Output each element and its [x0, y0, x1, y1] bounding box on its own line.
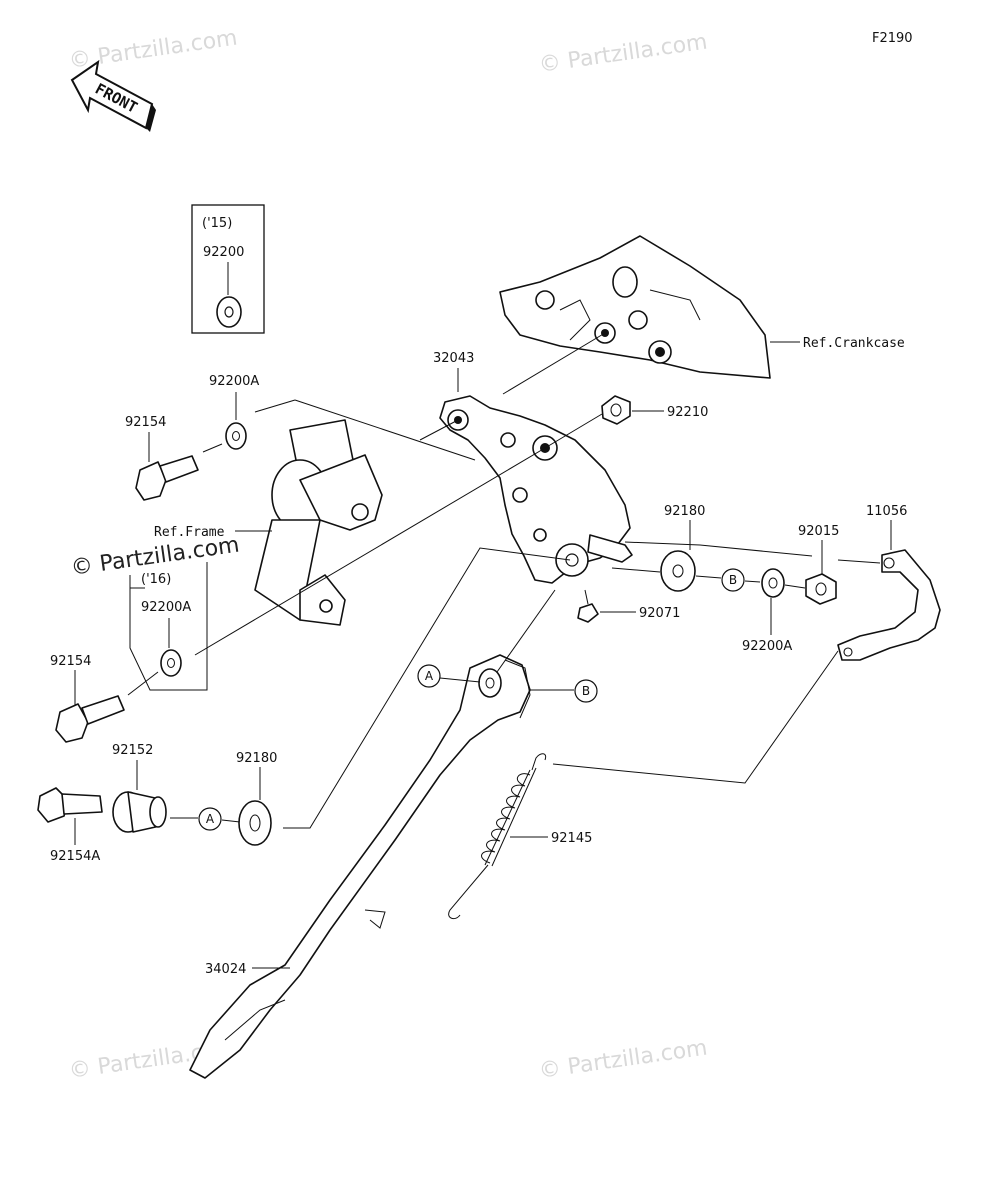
inset-box-15: ('15) 92200: [191, 204, 265, 334]
grommet-92071: [577, 603, 599, 623]
mark-a-right: [417, 664, 441, 688]
callout-32043: 32043: [433, 351, 474, 366]
bolt-92154a: [37, 787, 103, 823]
washer-92180-right: [660, 550, 696, 592]
callout-11056: 11056: [866, 504, 907, 519]
inset-year-label: ('15): [202, 216, 232, 231]
callout-92154-top: 92154: [125, 415, 166, 430]
side-stand-34024: [189, 654, 531, 1079]
year-16-label: ('16): [141, 572, 171, 587]
mark-b-right-label: B: [729, 573, 737, 587]
callout-92210: 92210: [667, 405, 708, 420]
callout-92071: 92071: [639, 606, 680, 621]
crankcase-icon: [499, 235, 771, 379]
washer-92180-left: [238, 800, 272, 846]
nut-92210: [601, 395, 631, 425]
front-arrow-icon: FRONT: [70, 59, 156, 132]
watermark-top-right: © Partzilla.com: [537, 30, 709, 78]
svg-text:© Partzilla.com: © Partzilla.com: [537, 30, 709, 78]
bolt-92154-mid: [55, 695, 125, 743]
mark-a-right-label: A: [425, 669, 434, 683]
mark-a-left: [198, 807, 222, 831]
bracket-11056: [837, 549, 941, 661]
side-stand-bracket: [439, 395, 633, 584]
svg-text:© Partzilla.com: © Partzilla.com: [537, 1036, 709, 1084]
callout-34024: 34024: [205, 962, 246, 977]
washer-92200a-top: [225, 422, 247, 450]
mark-b-right: [721, 568, 745, 592]
ref-frame-label: Ref.Frame: [154, 525, 225, 540]
callout-92152: 92152: [112, 743, 153, 758]
watermark-bottom-right: © Partzilla.com: [537, 1036, 709, 1084]
washer-92200a-right: [761, 568, 785, 598]
mark-a-left-label: A: [206, 812, 215, 826]
callout-92200a-top: 92200A: [209, 374, 259, 389]
callout-92200a-16: 92200A: [141, 600, 191, 615]
washer-92200a-16: [160, 649, 182, 677]
callout-92180-right: 92180: [664, 504, 705, 519]
mark-b-stand-label: B: [582, 684, 590, 698]
callout-92145: 92145: [551, 831, 592, 846]
year-16-bracket: [129, 590, 208, 691]
callout-92154a: 92154A: [50, 849, 100, 864]
collar-92152: [112, 791, 167, 833]
nut-92015: [805, 573, 837, 605]
figure-code: F2190: [872, 31, 913, 46]
callout-92200a-right: 92200A: [742, 639, 792, 654]
frame-icon: [254, 419, 383, 626]
callout-92180-left: 92180: [236, 751, 277, 766]
mark-b-stand: [574, 679, 598, 703]
ref-crankcase-label: Ref.Crankcase: [803, 336, 905, 351]
inset-part-label: 92200: [203, 245, 244, 260]
callout-92015: 92015: [798, 524, 839, 539]
spring-92145: [448, 753, 547, 920]
bolt-92154-top: [135, 455, 199, 501]
callout-92154-mid: 92154: [50, 654, 91, 669]
